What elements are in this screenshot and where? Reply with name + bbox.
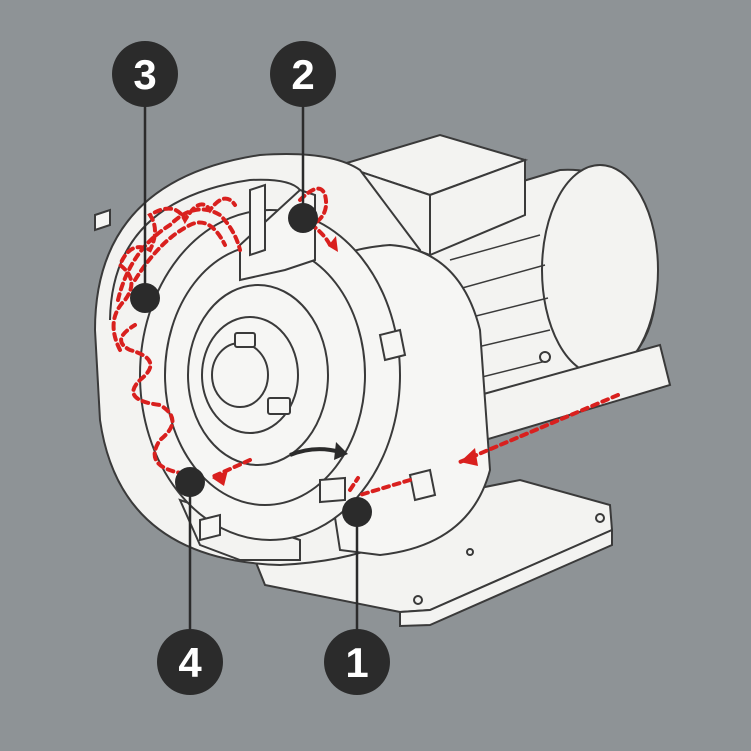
callout-badge-4: 4 xyxy=(157,629,223,695)
marker-dots xyxy=(130,203,372,527)
marker-dot-1 xyxy=(342,497,372,527)
callout-label-4: 4 xyxy=(178,639,202,686)
airflow-path xyxy=(111,186,620,497)
callout-badge-3: 3 xyxy=(112,41,178,107)
rotation-arrow-icon xyxy=(289,442,348,460)
leader-lines xyxy=(143,105,359,630)
callout-badge-2: 2 xyxy=(270,41,336,107)
callout-badge-1: 1 xyxy=(324,629,390,695)
callout-label-1: 1 xyxy=(345,639,368,686)
marker-dot-4 xyxy=(175,467,205,497)
marker-dot-3 xyxy=(130,283,160,313)
callout-label-2: 2 xyxy=(291,51,314,98)
marker-dot-2 xyxy=(288,203,318,233)
airflow-arrowheads xyxy=(212,236,478,486)
callout-label-3: 3 xyxy=(133,51,156,98)
